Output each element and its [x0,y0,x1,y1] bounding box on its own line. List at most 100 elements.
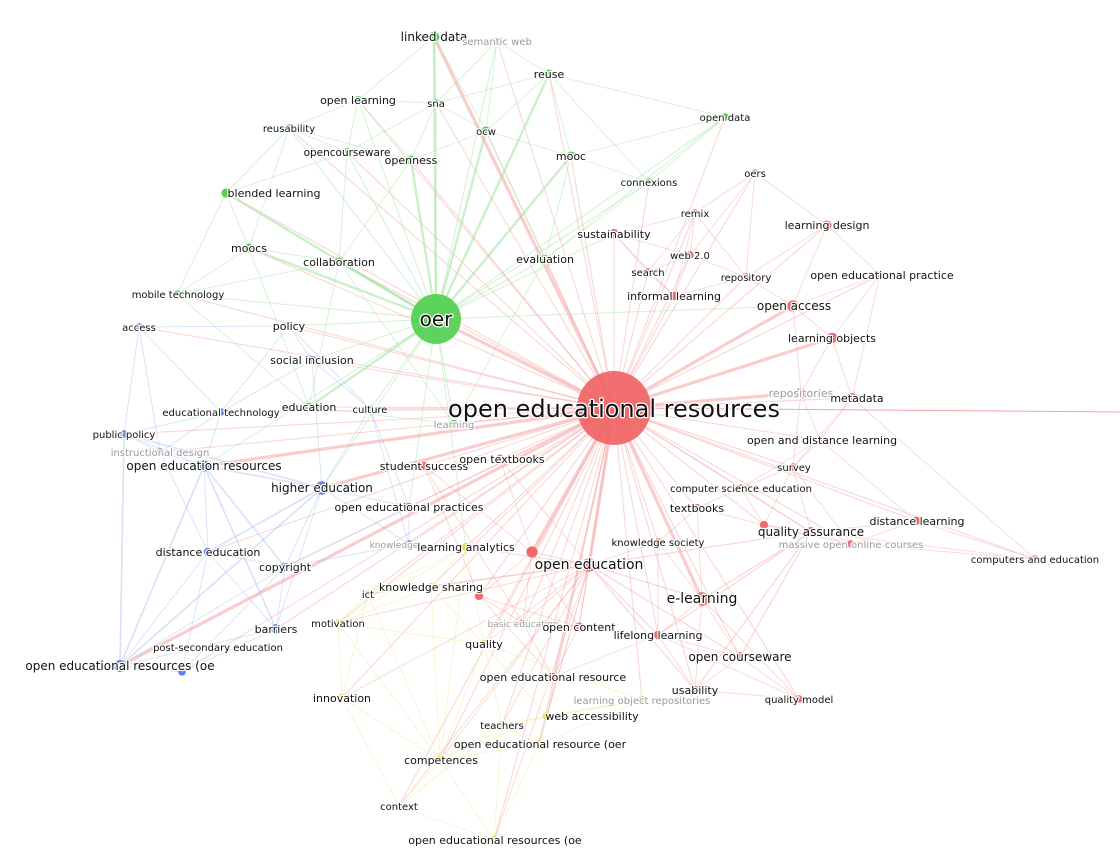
node-oer[interactable] [411,294,461,344]
node-open-educational-resource[interactable] [548,672,558,682]
node-teachers[interactable] [498,721,506,729]
node-web-accessibility[interactable] [542,711,552,721]
node-reuse[interactable] [544,69,554,79]
edge [544,155,572,260]
edge [367,546,467,595]
node-culture[interactable] [366,405,374,413]
node-survey[interactable] [789,463,797,471]
node-e-learning[interactable] [695,592,709,606]
node-open-educational-practices[interactable] [404,502,414,512]
node-reusability[interactable] [285,124,293,132]
node-search[interactable] [644,268,652,276]
node-oers[interactable] [751,169,759,177]
node-open-educational-resources-oe[interactable] [113,659,127,673]
node-openness[interactable] [406,155,416,165]
node-ocw[interactable] [481,126,491,136]
node-quality[interactable] [479,639,489,649]
node-metadata[interactable] [847,393,857,403]
node-open-educational-resources-oe[interactable] [489,835,499,845]
node-opencourseware[interactable] [342,147,352,157]
node-rdot2[interactable] [759,520,769,530]
node-basic-education[interactable] [519,619,527,627]
node-web-2-0[interactable] [686,251,694,259]
node-learning[interactable] [449,419,459,429]
node-open-educational-practice[interactable] [876,271,884,279]
node-repositories[interactable] [795,387,807,399]
node-open-education-resources[interactable] [198,460,210,472]
edge [657,634,696,691]
node-informal-learning[interactable] [669,291,679,301]
node-distance-learning[interactable] [911,516,921,526]
node-sna[interactable] [432,99,440,107]
node-learning-object-repositories[interactable] [638,696,646,704]
node-policy[interactable] [284,321,294,331]
edge [433,36,437,104]
node-usability[interactable] [690,685,700,695]
node-post-secondary-education[interactable] [178,668,186,676]
node-repository[interactable] [742,273,750,281]
node-semantic-web[interactable] [493,37,501,45]
edge [501,564,590,726]
edge [275,487,323,630]
node-public-policy[interactable] [120,430,128,438]
node-open-educational-resources[interactable] [577,371,651,445]
node-open-learning[interactable] [353,95,363,105]
node-rdot1[interactable] [474,591,484,601]
node-computers-and-education[interactable] [1031,555,1039,563]
node-higher-education[interactable] [315,481,329,495]
node-context[interactable] [395,802,403,810]
node-ict[interactable] [364,590,372,598]
node-barriers[interactable] [271,624,281,634]
node-open-textbooks[interactable] [495,454,505,464]
node-learning-analytics[interactable] [461,542,471,552]
edge [613,336,833,410]
node-mooc[interactable] [566,151,576,161]
node-open-courseware[interactable] [735,652,745,662]
node-label-learning-object-repositories: learning object repositories [574,696,711,707]
node-open-data[interactable] [721,113,729,121]
node-textbooks[interactable] [692,503,702,513]
node-blended-learning[interactable] [221,188,231,198]
node-access[interactable] [135,323,143,331]
node-copyright[interactable] [280,562,290,572]
node-connexions[interactable] [645,178,653,186]
node-massive-open-online-courses[interactable] [847,540,855,548]
node-distance-education[interactable] [203,547,213,557]
node-knowledge[interactable] [405,540,413,548]
node-faint_red[interactable] [526,546,538,558]
edge [435,233,615,320]
node-learning-design[interactable] [822,220,832,230]
node-computer-science-education[interactable] [737,484,745,492]
node-quality-model[interactable] [795,695,803,703]
node-label-context: context [380,802,418,813]
node-evaluation[interactable] [540,254,550,264]
node-quality-assurance[interactable] [806,527,816,537]
node-remix[interactable] [691,209,699,217]
node-innovation[interactable] [337,693,347,703]
node-label-repository: repository [721,273,772,284]
node-open-educational-resource-oer[interactable] [534,739,544,749]
node-mobile-technology[interactable] [173,290,181,298]
node-open-and-distance-learning[interactable] [815,435,825,445]
node-student-success[interactable] [419,461,429,471]
node-knowledge-sharing[interactable] [426,582,436,592]
node-education[interactable] [304,402,314,412]
node-social-inclusion[interactable] [307,355,317,365]
node-sustainability[interactable] [609,229,619,239]
node-moocs[interactable] [244,243,254,253]
node-motivation[interactable] [334,619,342,627]
node-instructional-design[interactable] [156,448,164,456]
node-educational-technology[interactable] [217,408,225,416]
node-open-access[interactable] [787,300,799,312]
node-competences[interactable] [435,755,445,765]
edge [337,586,432,624]
node-label-learning-design: learning design [785,219,870,232]
edge [740,439,821,489]
node-linked-data[interactable] [428,31,440,43]
node-lifelong-learning[interactable] [653,630,663,640]
node-knowledge-society[interactable] [654,538,662,546]
node-open-content[interactable] [574,622,584,632]
node-open-education[interactable] [582,558,596,572]
node-learning-objects[interactable] [826,332,838,344]
node-collaboration[interactable] [334,257,344,267]
